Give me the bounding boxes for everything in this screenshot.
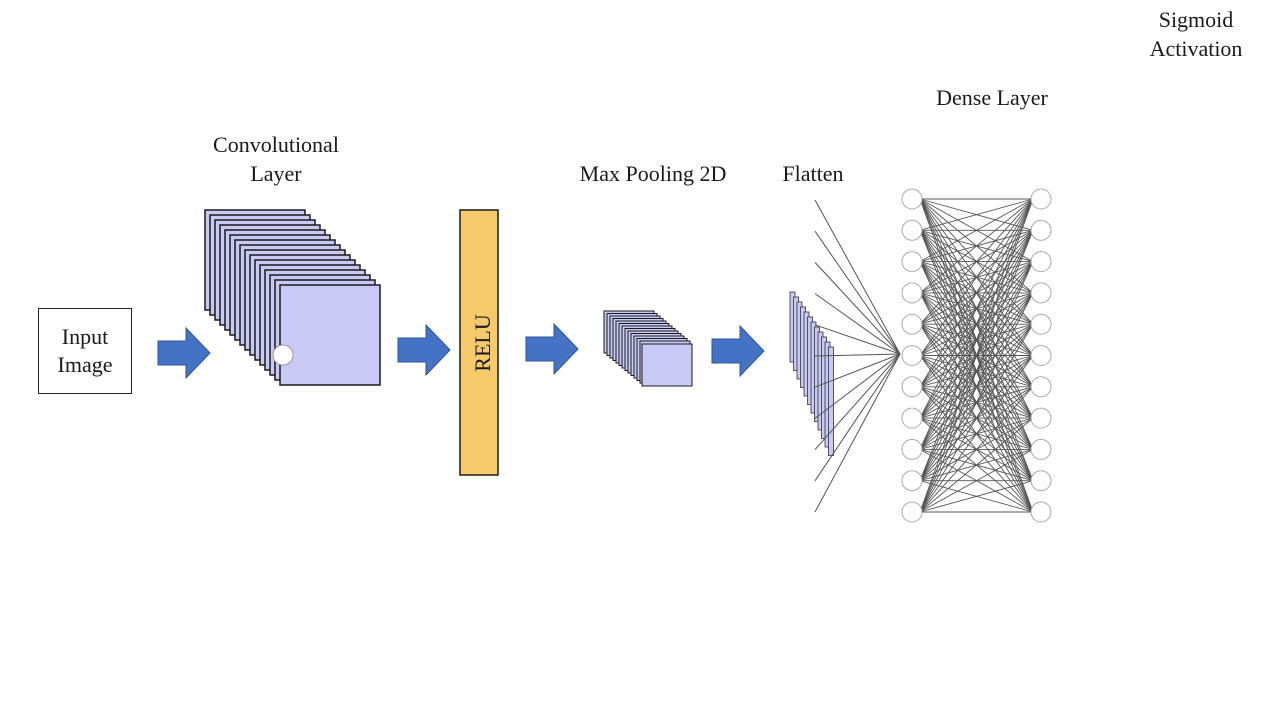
dense-output-node (1030, 345, 1052, 366)
dense-connection (919, 198, 1034, 231)
conv-layer-title: Convolutional Layer (196, 130, 356, 188)
conv-label-line2: Layer (250, 161, 302, 186)
dense-connection (919, 292, 1034, 513)
dense-output-node (1030, 501, 1052, 523)
sigmoid-label-line2: Activation (1149, 36, 1243, 61)
flatten-connection (814, 262, 901, 355)
relu-layer: RELU (459, 209, 499, 476)
dense-output-node (1030, 282, 1052, 304)
dense-connection (919, 449, 1034, 513)
dense-layer (901, 188, 1052, 523)
relu-bar (459, 209, 499, 476)
dense-output-node (1030, 438, 1052, 460)
kernel-marker (272, 344, 294, 366)
flatten-connection (814, 353, 901, 419)
dense-input-node (901, 407, 923, 429)
input-label-line2: Image (57, 352, 113, 377)
flatten-connection (814, 353, 901, 450)
pool-feature-map (641, 343, 693, 387)
flatten-layer (789, 199, 901, 513)
convolutional-layer (204, 209, 381, 386)
arrow-4 (711, 324, 765, 378)
dense-output-node (1030, 219, 1052, 241)
dense-output-node (1030, 313, 1052, 335)
dense-input-node (901, 219, 923, 241)
flatten-connection (814, 353, 901, 388)
dense-input-node (901, 438, 923, 460)
dense-connection (919, 198, 1034, 513)
input-label-line1: Input (61, 324, 109, 349)
relu-label: RELU (470, 314, 495, 372)
dense-connection (919, 198, 1034, 294)
dense-input-node (901, 282, 923, 304)
conv-label-line1: Convolutional (213, 132, 339, 157)
dense-input-node (901, 345, 923, 366)
dense-output-node (1030, 376, 1052, 398)
dense-connections (919, 198, 1034, 513)
arrow-3 (525, 322, 579, 376)
input-image-box: Input Image (38, 308, 132, 394)
dense-connection (919, 355, 1034, 513)
dense-output-node (1030, 470, 1052, 492)
flatten-connection (814, 230, 901, 355)
flatten-connection (814, 353, 901, 357)
dense-connection (919, 198, 1034, 450)
dense-layer-title: Dense Layer (936, 85, 1048, 110)
dense-connection (919, 386, 1034, 513)
dense-connection (919, 230, 1034, 513)
sigmoid-label-line1: Sigmoid (1158, 7, 1234, 32)
dense-input-node (901, 313, 923, 335)
dense-output-node (1030, 188, 1052, 210)
dense-input-node (901, 501, 923, 523)
maxpool-title: Max Pooling 2D (579, 161, 727, 186)
dense-output-node (1030, 407, 1052, 429)
dense-output-node (1030, 251, 1052, 273)
dense-input-node (901, 376, 923, 398)
dense-connection (919, 198, 1034, 262)
flatten-connection (814, 293, 901, 355)
flatten-title: Flatten (782, 161, 844, 186)
dense-connection (919, 198, 1034, 419)
flatten-slice (828, 346, 834, 456)
arrow-1 (157, 326, 211, 380)
dense-connection (919, 417, 1034, 513)
dense-input-node (901, 470, 923, 492)
flow-arrows (157, 322, 765, 380)
sigmoid-activation-title: Sigmoid Activation (1136, 5, 1256, 63)
dense-connection (919, 198, 1034, 325)
flatten-connection (814, 199, 901, 355)
conv-feature-map (279, 284, 381, 386)
dense-connection (919, 323, 1034, 513)
dense-input-node (901, 251, 923, 273)
dense-input-node (901, 188, 923, 210)
dense-connection (919, 261, 1034, 513)
dense-connection (919, 198, 1034, 356)
dense-connection (919, 480, 1034, 513)
max-pooling-layer (603, 310, 693, 387)
flatten-connection (814, 353, 901, 482)
dense-connection (919, 198, 1034, 388)
flatten-connection (814, 353, 901, 513)
dense-connection (919, 198, 1034, 481)
arrow-2 (397, 323, 451, 377)
flatten-connection (814, 324, 901, 355)
